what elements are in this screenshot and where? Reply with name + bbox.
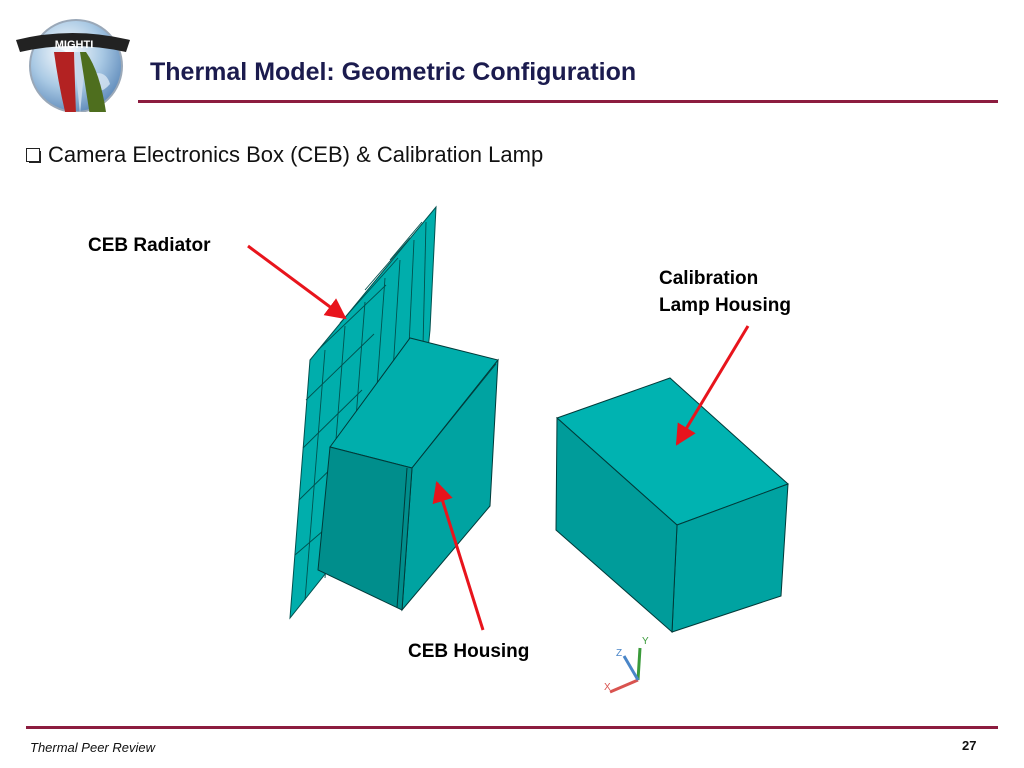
page-number: 27 (962, 738, 977, 753)
mighti-logo: MIGHTI (16, 19, 130, 112)
calibration-lamp-label: Calibration Lamp Housing (659, 265, 791, 319)
ceb-radiator-label: CEB Radiator (88, 235, 211, 256)
calibration-lamp-arrow (675, 325, 750, 446)
axes-triad-icon: X Y Z (604, 636, 649, 694)
axis-z-label: Z (616, 648, 622, 659)
bullet-text: Camera Electronics Box (CEB) & Calibrati… (48, 142, 544, 167)
calibration-lamp-label-line1: Calibration (659, 268, 759, 289)
checkbox-bullet-icon (26, 147, 41, 163)
ceb-housing-arrow (432, 480, 485, 631)
page-title: Thermal Model: Geometric Configuration (150, 58, 637, 86)
ceb-radiator-arrow (247, 244, 347, 320)
title-divider (138, 100, 998, 103)
logo-text: MIGHTI (55, 39, 94, 51)
footer-divider (26, 726, 998, 729)
axis-y-label: Y (642, 636, 649, 647)
bullet-item: Camera Electronics Box (CEB) & Calibrati… (26, 142, 543, 168)
calibration-lamp-housing-box (555, 377, 789, 634)
calibration-lamp-label-line2: Lamp Housing (659, 295, 791, 316)
axis-x-label: X (604, 682, 611, 693)
footer-text: Thermal Peer Review (30, 740, 155, 755)
ceb-housing-label: CEB Housing (408, 641, 530, 662)
